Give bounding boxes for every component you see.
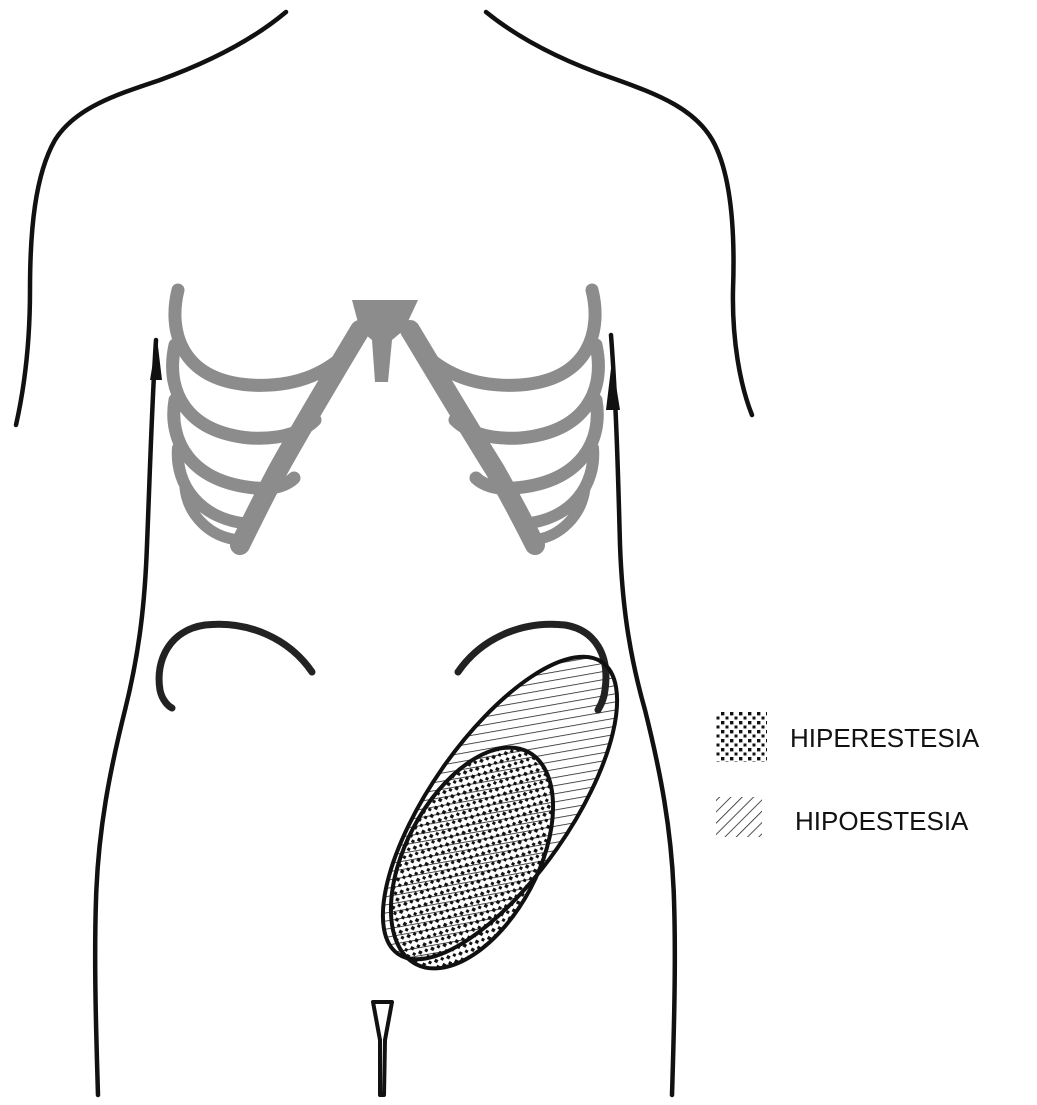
right-rib-1 — [420, 290, 595, 385]
right-neck-shoulder-line — [486, 12, 752, 415]
ribcage — [173, 290, 599, 545]
right-flank-line — [611, 335, 675, 1095]
left-flank-line — [95, 340, 156, 1095]
legend-label-hiperestesia: HIPERESTESIA — [790, 723, 980, 753]
legend-label-hipoestesia: HIPOESTESIA — [795, 806, 969, 836]
legend-swatch-hiperestesia — [716, 711, 767, 762]
legend: HIPERESTESIA HIPOESTESIA — [716, 711, 980, 837]
right-armpit-mark — [606, 360, 620, 410]
left-rib-1 — [175, 290, 350, 385]
legend-swatch-hipoestesia — [716, 797, 762, 837]
left-neck-shoulder-line — [16, 12, 286, 425]
left-iliac-crest — [159, 624, 312, 708]
groin-mark — [373, 1002, 392, 1095]
left-armpit-mark — [150, 338, 162, 380]
